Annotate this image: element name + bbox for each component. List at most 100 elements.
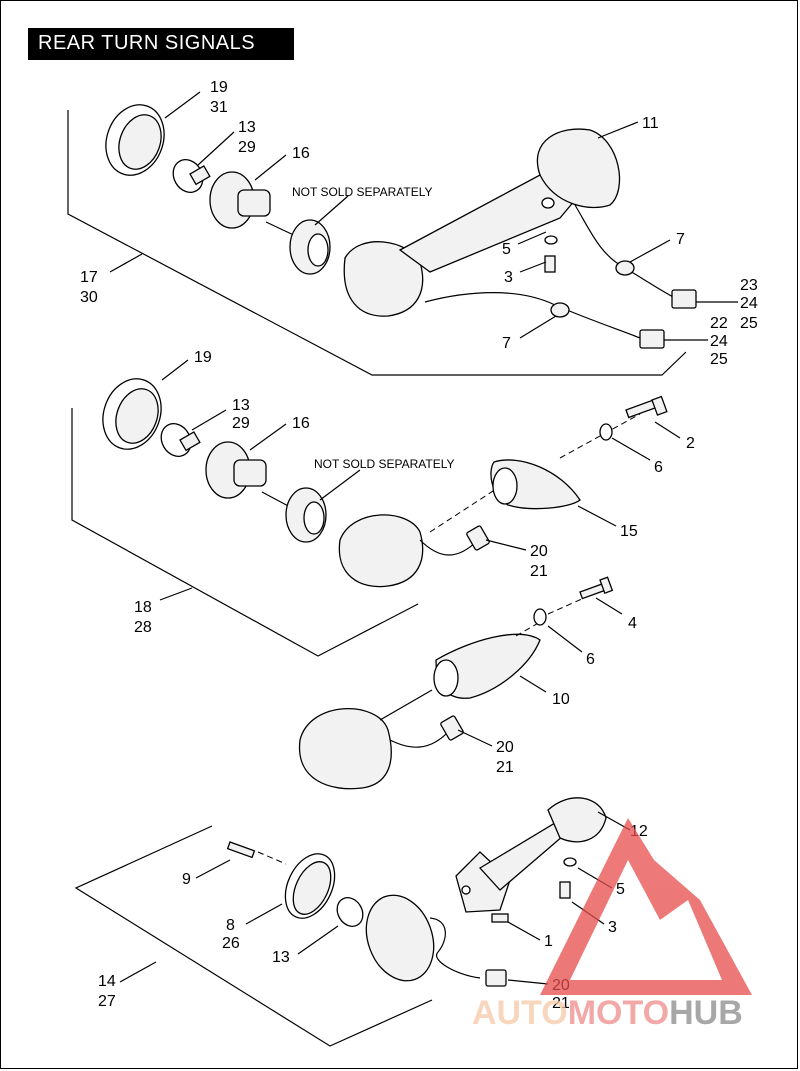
callout-g4-8: 8 [226, 917, 235, 934]
mount-dash-b [429, 479, 511, 533]
washer-5d [563, 857, 577, 867]
connector-c [440, 715, 464, 741]
callout-g1-25b: 25 [710, 351, 728, 368]
callout-g1-24b: 24 [710, 333, 728, 350]
callout-g3-20: 20 [496, 739, 514, 756]
connector-d [485, 969, 507, 987]
wire-grommet-7-lower [550, 302, 570, 318]
lens-ring-19 [105, 104, 165, 176]
mount-dash-b2 [559, 413, 641, 459]
watermark-logo: AUTOMOTOHUB [472, 818, 752, 1032]
lens-cap-c [298, 708, 392, 790]
watermark-text: AUTOMOTOHUB [472, 994, 743, 1032]
bulb-13b [160, 423, 201, 457]
note-not-sold-2: NOT SOLD SEPARATELY [314, 457, 454, 471]
bulb-13 [172, 159, 211, 193]
mount-dash-c2 [547, 597, 585, 615]
washer-6c [533, 608, 547, 626]
callout-g2-13: 13 [232, 397, 250, 414]
bulb-13c [336, 897, 364, 927]
callout-g1-30: 30 [80, 289, 98, 306]
mount-15 [490, 459, 581, 510]
wire-grommet-7-upper [615, 260, 635, 276]
callout-g1-29: 29 [238, 139, 256, 156]
title-bar: REAR TURN SIGNALS [28, 28, 294, 60]
group-4-bracket [74, 825, 433, 1047]
group-2-bracket [71, 408, 419, 657]
callout-g1-17: 17 [80, 269, 98, 286]
callout-g2-15: 15 [620, 523, 638, 540]
mount-dash-c [515, 621, 541, 637]
wire-c [389, 729, 451, 748]
socket-16b [205, 441, 293, 509]
watermark-auto: AUTO [472, 994, 568, 1032]
wire-upper [574, 204, 676, 299]
callout-g4-27: 27 [98, 993, 116, 1010]
callout-g1-13: 13 [238, 119, 256, 136]
callout-g3-21: 21 [496, 759, 514, 776]
wire-lower [424, 292, 641, 339]
washer-6b [599, 423, 613, 441]
callout-g4-1: 1 [544, 933, 553, 950]
bracket-12 [455, 797, 607, 913]
callout-g1-7a: 7 [676, 231, 685, 248]
washer-5 [544, 235, 558, 245]
callout-g2-21: 21 [530, 563, 548, 580]
lens-ring-8 [284, 853, 336, 919]
callout-g4-5: 5 [616, 881, 625, 898]
callout-g4-9: 9 [182, 871, 191, 888]
socket-16 [209, 171, 301, 239]
watermark-hub: HUB [669, 994, 743, 1032]
callout-g1-7b: 7 [502, 335, 511, 352]
lens-cap-d [365, 894, 435, 982]
screw-3d [559, 881, 571, 899]
callout-g4-14: 14 [98, 973, 116, 990]
watermark-moto: MOTO [568, 994, 669, 1032]
callout-g2-29: 29 [232, 415, 250, 432]
callout-g2-19: 19 [194, 349, 212, 366]
callout-g2-6: 6 [654, 459, 663, 476]
connector-b [466, 525, 490, 551]
callout-g1-16: 16 [292, 145, 310, 162]
page-title: REAR TURN SIGNALS [38, 32, 256, 54]
callout-g3-6: 6 [586, 651, 595, 668]
screw-9 [226, 841, 287, 865]
callout-g1-31: 31 [210, 99, 228, 116]
group-4-assembly [74, 797, 631, 1047]
callout-labels: 19 31 13 29 16 NOT SOLD SEPARATELY 11 5 … [80, 79, 758, 1012]
grommet-b [285, 487, 327, 543]
callout-g2-18: 18 [134, 599, 152, 616]
screw-1 [491, 913, 509, 923]
watermark-triangle [540, 818, 752, 995]
screw-4 [579, 576, 614, 600]
callout-g3-10: 10 [552, 691, 570, 708]
callout-g2-20: 20 [530, 543, 548, 560]
note-not-sold-1: NOT SOLD SEPARATELY [292, 185, 432, 199]
callout-g2-28: 28 [134, 619, 152, 636]
callout-g1-22: 22 [710, 315, 728, 332]
group-3-assembly [298, 576, 623, 790]
callout-g1-3: 3 [504, 269, 513, 286]
wire-d [429, 917, 481, 979]
group-2-assembly [71, 359, 681, 657]
callout-g3-4: 4 [628, 615, 637, 632]
callout-g1-11: 11 [642, 115, 659, 132]
bolt-2 [625, 395, 668, 419]
wire-b [419, 539, 479, 556]
callout-g1-24a: 24 [740, 295, 758, 312]
callout-g4-26: 26 [222, 935, 240, 952]
callout-g4-21: 21 [552, 995, 570, 1012]
callout-g1-25a: 25 [740, 315, 758, 332]
lens-cap-b [338, 514, 424, 588]
callout-g4-3: 3 [608, 919, 617, 936]
group-1-assembly [67, 91, 738, 376]
lens-ring-19b [102, 378, 162, 450]
callout-g1-5: 5 [502, 241, 511, 258]
mount-10 [433, 633, 541, 699]
callout-g4-13: 13 [272, 949, 290, 966]
callout-g2-2: 2 [686, 435, 695, 452]
callout-g2-16: 16 [292, 415, 310, 432]
connector-lower [639, 329, 665, 349]
